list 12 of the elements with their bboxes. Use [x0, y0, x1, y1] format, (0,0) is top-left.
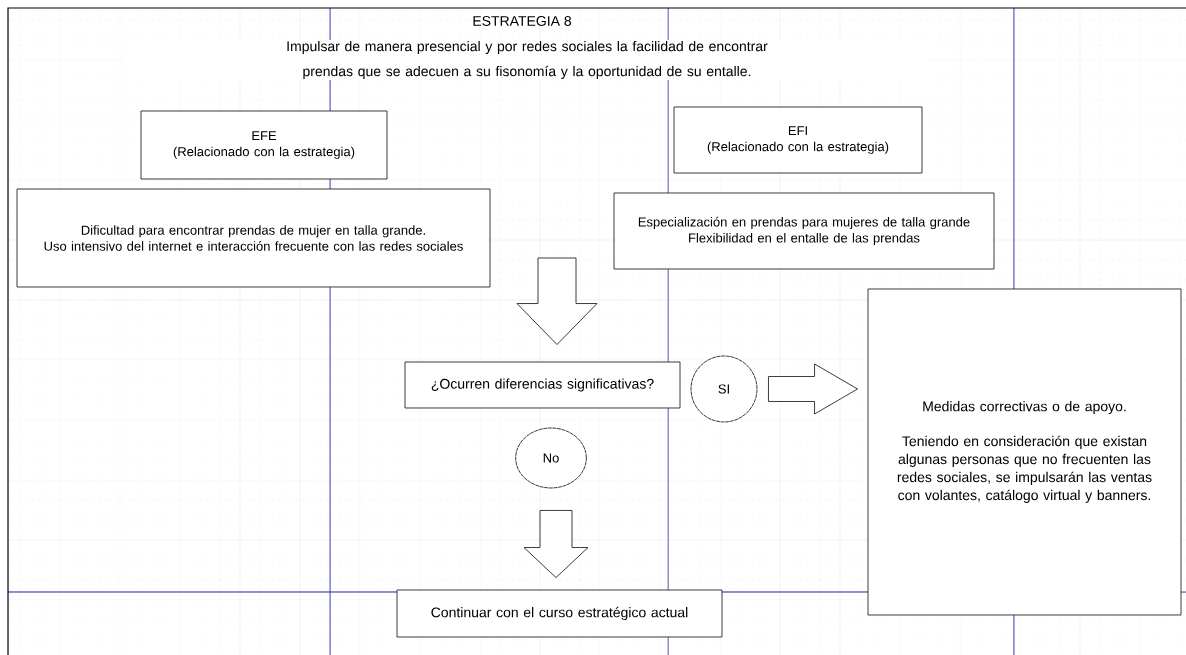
- block-arrow: [768, 363, 858, 415]
- process-box: ¿Ocurren diferencias significativas?: [404, 361, 681, 409]
- process-box: Continuar con el curso estratégico actual: [396, 589, 723, 638]
- title: ESTRATEGIA 8: [471, 15, 573, 27]
- process-box: Medidas correctivas o de apoyo. Teniendo en consideración que existan algunas personas que no frecuenten las redes sociales, se impulsarán las ventas con volantes, catálogo virtual y banners.: [867, 288, 1182, 616]
- process-box: EFE (Relacionado con la estrategia): [140, 110, 388, 180]
- block-arrow: [516, 257, 598, 345]
- block-arrow: [523, 510, 589, 578]
- process-box: EFI (Relacionado con la estrategia): [673, 106, 923, 174]
- process-box: Dificultad para encontrar prendas de mujer en talla grande. Uso intensivo del internet e interacción frecuente con las redes sociales: [16, 188, 491, 288]
- subtitle: Impulsar de manera presencial y por redes sociales la facilidad de encontrar prendas que se adecuen a su fisonomía y la oportunidad de su entalle.: [126, 39, 928, 80]
- process-box: Especialización en prendas para mujeres de talla grande Flexibilidad en el entalle de las prendas: [613, 192, 995, 270]
